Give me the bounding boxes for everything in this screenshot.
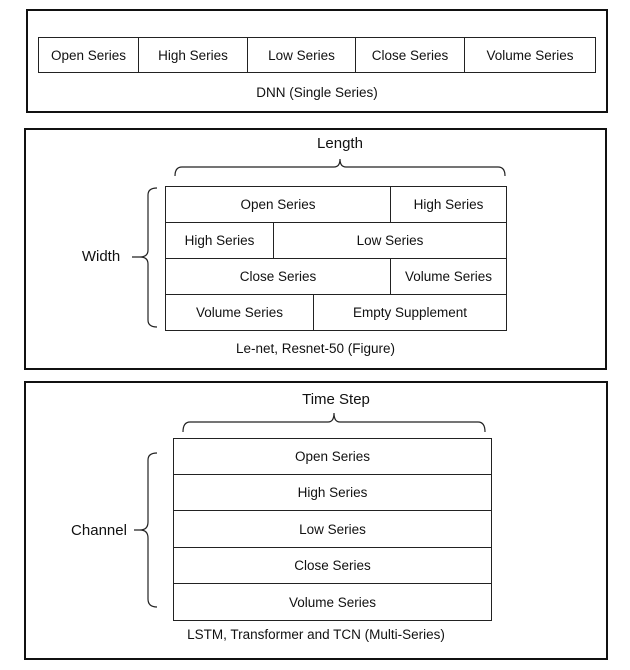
lenet-caption: Le-net, Resnet-50 (Figure) xyxy=(235,341,396,356)
dnn-cell-close: Close Series xyxy=(355,37,465,73)
time-step-brace-icon xyxy=(182,412,486,433)
channel-row-high: High Series xyxy=(173,474,492,511)
channel-row-low: Low Series xyxy=(173,510,492,548)
grid-cell-close: Close Series xyxy=(165,258,391,295)
grid-cell-empty: Empty Supplement xyxy=(313,294,507,331)
grid-cell-high-2: High Series xyxy=(165,222,274,259)
channel-label: Channel xyxy=(71,522,127,539)
multi-series-caption: LSTM, Transformer and TCN (Multi-Series) xyxy=(187,627,445,642)
width-brace-icon xyxy=(132,187,158,328)
channel-row-open: Open Series xyxy=(173,438,492,475)
length-label: Length xyxy=(317,135,363,152)
dnn-cell-volume: Volume Series xyxy=(464,37,596,73)
grid-cell-volume-2: Volume Series xyxy=(165,294,314,331)
grid-cell-high: High Series xyxy=(390,186,507,223)
dnn-caption: DNN (Single Series) xyxy=(256,85,378,100)
channel-row-volume: Volume Series xyxy=(173,583,492,621)
grid-cell-low: Low Series xyxy=(273,222,507,259)
channel-brace-icon xyxy=(134,452,158,608)
length-brace-icon xyxy=(174,158,506,177)
grid-cell-volume: Volume Series xyxy=(390,258,507,295)
time-step-label: Time Step xyxy=(302,391,370,408)
dnn-cell-low: Low Series xyxy=(247,37,356,73)
channel-row-close: Close Series xyxy=(173,547,492,584)
dnn-cell-high: High Series xyxy=(138,37,248,73)
grid-cell-open: Open Series xyxy=(165,186,391,223)
width-label: Width xyxy=(81,248,121,265)
dnn-cell-open: Open Series xyxy=(38,37,139,73)
